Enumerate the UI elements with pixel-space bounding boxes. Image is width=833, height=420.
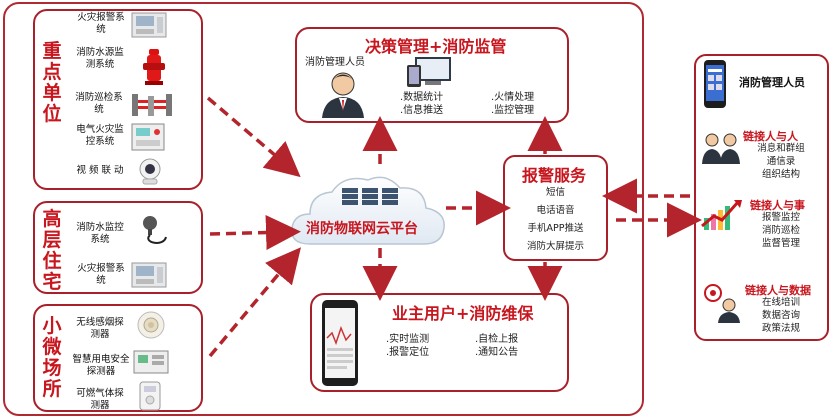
feature-item: .通知公告 [475,347,519,358]
item-label: 消防水源监测系统 [76,47,124,70]
alarm-item: 电话语音 [536,205,575,216]
section-item: 政策法规 [761,323,800,334]
arrow-key-units-to-cloud [206,96,301,178]
item-label: 火灾报警系统 [77,263,125,286]
gas-detector-icon [138,380,162,412]
group-key-units: 重点单位 [33,9,203,190]
group-title: 重点单位 [42,40,62,125]
devices-icon [405,55,455,89]
person-data-icon [703,283,743,323]
section-item: 报警监控 [761,212,800,223]
smoke-detector-icon [136,310,166,340]
patrol-gate-icon [130,90,174,118]
arrow-high-rise-to-cloud [209,215,301,251]
feature-item: .报警定位 [386,347,430,358]
group-small-venues: 小微场所 [33,304,203,412]
section-title: 链接人与数据 [745,284,811,297]
item-label: 智慧用电安全探测器 [72,354,130,377]
decision-box-title: 决策管理+消防监管 [365,37,507,56]
feature-item: .实时监测 [386,334,430,345]
people-icon [700,130,744,166]
item-label: 消防水监控系统 [76,222,124,245]
item-label: 电气火灾监控系统 [76,124,124,147]
item-label: 火灾报警系统 [77,12,125,35]
section-item: 监督管理 [761,238,800,249]
fire-hydrant-icon [142,47,166,87]
section-item: 消息和群组 [757,143,805,154]
alarm-box-title: 报警服务 [522,166,587,185]
electrical-detector-icon [132,347,170,377]
section-title: 链接人与事 [750,199,805,212]
item-label: 消防巡检系统 [75,92,123,115]
feature-item: .数据统计 [400,92,444,103]
section-item: 在线培训 [761,297,800,308]
growth-chart-icon [700,196,748,232]
section-item: 消防巡检 [761,225,800,236]
alarm-item: 手机APP推送 [527,223,584,234]
item-label: 视 频 联 动 [76,165,124,176]
section-item: 组织结构 [761,169,800,180]
item-label: 可燃气体探测器 [76,388,124,411]
alarm-service-box [503,155,608,261]
section-item: 数据咨询 [761,310,800,321]
water-sensor-icon [138,213,172,247]
group-high-rise: 高层住宅 [33,201,203,294]
alarm-item: 消防大屏提示 [526,241,584,252]
fire-alarm-panel-icon [130,261,170,291]
group-title: 高层住宅 [42,208,62,293]
group-title: 小微场所 [42,315,62,400]
camera-icon [137,157,163,185]
electrical-monitor-icon [130,122,166,152]
section-item: 通信录 [766,156,796,167]
feature-item: .信息推送 [400,105,444,116]
cloud-platform-label: 消防物联网云平台 [306,221,418,237]
right-panel-header: 消防管理人员 [739,76,805,89]
alarm-item: 短信 [545,187,565,198]
feature-item: .自检上报 [475,334,519,345]
feature-item: .监控管理 [491,105,535,116]
section-title: 链接人与人 [743,130,798,143]
manager-label: 消防管理人员 [305,57,365,68]
fire-alarm-panel-icon [130,11,170,41]
owner-box-title: 业主用户+消防维保 [392,304,534,323]
manager-avatar-icon [320,70,366,118]
phone-icon [703,59,727,109]
item-label: 无线感烟探测器 [76,317,124,340]
feature-item: .火情处理 [491,92,535,103]
mobile-app-icon [320,298,360,388]
arrow-small-venues-to-cloud [208,247,301,358]
